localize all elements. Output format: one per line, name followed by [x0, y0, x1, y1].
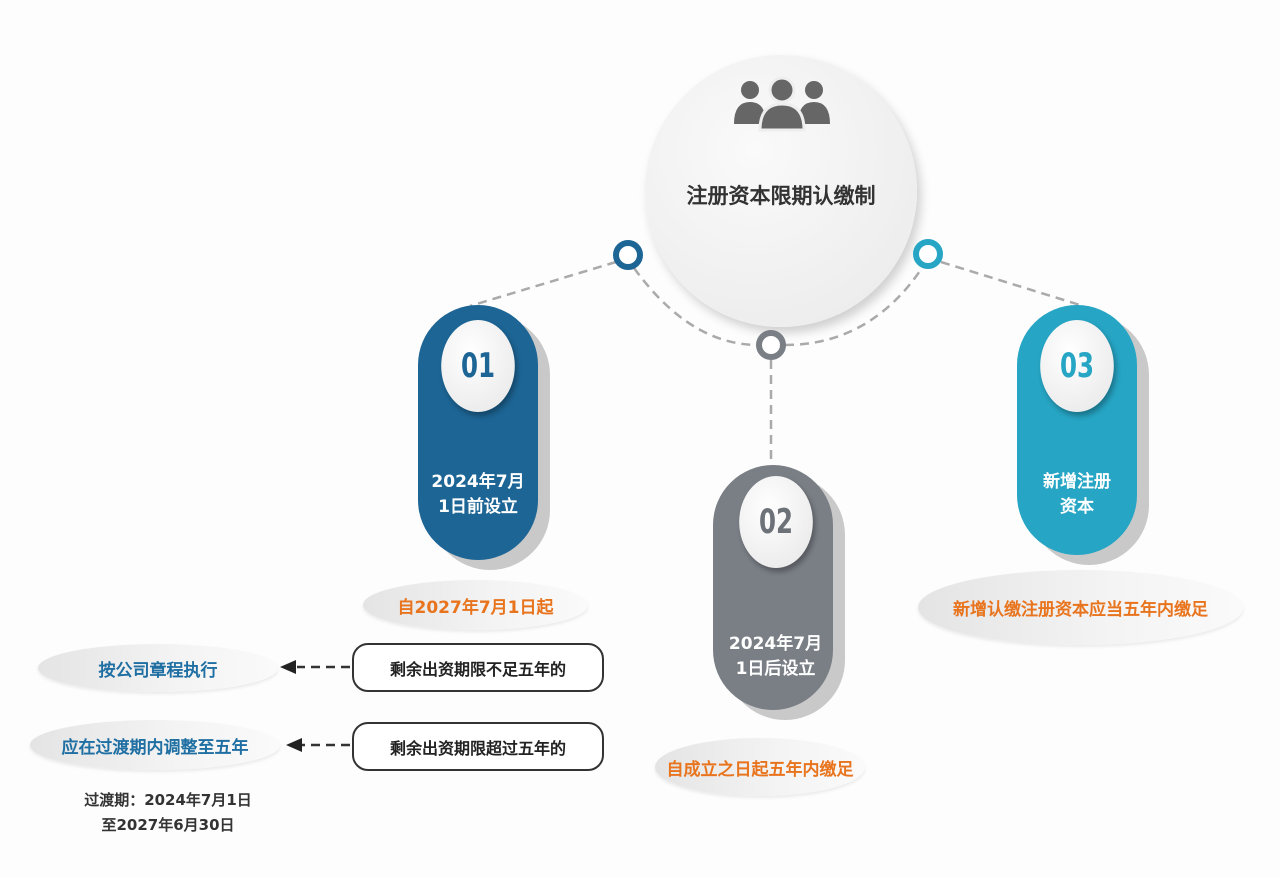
branch-01-note: 自2027年7月1日起 — [363, 580, 588, 630]
branch-01-number: 01 — [441, 320, 515, 412]
branch-02-label: 2024年7月 1日后设立 — [713, 632, 838, 682]
branch-03-number: 03 — [1040, 320, 1114, 412]
arrow-head-2 — [286, 738, 302, 752]
branch-02-label-line2: 1日后设立 — [735, 659, 816, 679]
branch-03-label-line1: 新增注册 — [1043, 472, 1111, 492]
ring-node-left — [613, 240, 643, 270]
main-title: 注册资本限期认缴制 — [686, 184, 876, 208]
transition-period-note: 过渡期：2024年7月1日 至2027年6月30日 — [48, 788, 288, 838]
connector-right — [940, 260, 1081, 307]
ring-node-right — [913, 239, 943, 269]
branch-02-number: 02 — [739, 476, 813, 568]
rule-2-condition: 剩余出资期限超过五年的 — [352, 722, 604, 771]
arrow-head-1 — [280, 660, 296, 674]
rule-1-condition: 剩余出资期限不足五年的 — [352, 643, 604, 692]
branch-02-label-line1: 2024年7月 — [728, 634, 823, 654]
rule-1-result: 按公司章程执行 — [38, 644, 278, 692]
people-icon — [734, 76, 830, 132]
branch-02-note: 自成立之日起五年内缴足 — [655, 738, 865, 796]
branch-03-label: 新增注册 资本 — [1017, 470, 1137, 520]
rule-2-result: 应在过渡期内调整至五年 — [30, 720, 280, 770]
branch-01-label-line1: 2024年7月 — [431, 472, 525, 492]
transition-line1: 过渡期：2024年7月1日 — [84, 791, 252, 809]
branch-03-label-line2: 资本 — [1060, 497, 1094, 517]
connector-left — [469, 260, 617, 308]
connector-arc — [632, 267, 924, 347]
transition-line2: 至2027年6月30日 — [101, 816, 235, 834]
branch-01-label-line2: 1日前设立 — [438, 497, 518, 517]
branch-01-label: 2024年7月 1日前设立 — [418, 470, 538, 520]
ring-node-middle — [756, 330, 786, 360]
branch-03-note: 新增认缴注册资本应当五年内缴足 — [918, 570, 1243, 645]
